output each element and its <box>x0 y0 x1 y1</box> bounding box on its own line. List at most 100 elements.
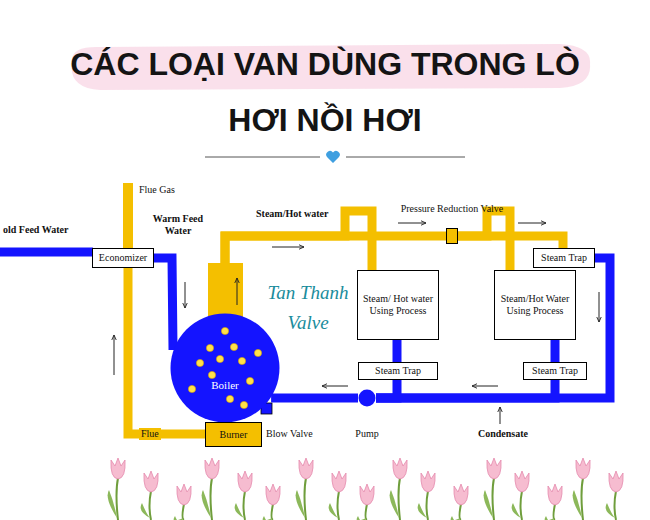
steam-bubble <box>196 359 203 366</box>
tulip-leaf <box>390 490 399 518</box>
tulip-stem <box>183 504 185 520</box>
flow-arrows <box>114 223 599 424</box>
tulip <box>484 458 502 520</box>
flow-arrow <box>272 247 304 248</box>
process-box: Steam/ Hot water Using Process <box>357 270 439 340</box>
inlet-label: old Feed Water <box>3 224 68 236</box>
component-label: Pressure Reduction Valve <box>401 203 504 215</box>
tulip-flower <box>487 458 501 479</box>
tulip-leaf <box>357 516 366 520</box>
tulip-flower <box>421 471 435 492</box>
tulip-stem <box>117 478 119 520</box>
tulip-flower <box>609 471 623 492</box>
boiler-shape <box>170 313 280 423</box>
tulip-leaf <box>174 516 183 520</box>
steam-trap-box: Steam Trap <box>358 362 438 380</box>
flow-arrow <box>185 282 186 308</box>
tulip <box>108 458 126 520</box>
warm-feed-label: Warm Feed Water <box>150 213 206 237</box>
water-pipe <box>393 340 402 362</box>
tulip-flower <box>393 458 407 479</box>
steam-trap-box: Steam Trap <box>523 362 587 380</box>
tulip-flower <box>548 484 562 505</box>
pipe-label: Flue <box>139 428 161 440</box>
heart-icon <box>326 151 340 163</box>
steam-bubble <box>230 343 237 350</box>
tulip-stem <box>244 491 246 520</box>
flue-pipe <box>123 183 133 249</box>
pump-shape <box>358 389 376 407</box>
flue-gas-label: Flue Gas <box>139 184 175 196</box>
tulip-leaf <box>512 503 521 518</box>
tulip <box>174 484 192 520</box>
flow-arrow <box>237 278 238 305</box>
steam-line-label: Steam/Hot water <box>256 208 328 220</box>
tulip-stem <box>615 491 617 520</box>
component-label: Pump <box>355 428 378 440</box>
tulip-flower <box>238 471 252 492</box>
water-pipe <box>551 340 560 362</box>
tulip-flower <box>177 484 191 505</box>
tulip-stem <box>460 504 462 520</box>
steam-bubble <box>238 357 245 364</box>
tulip-flower <box>332 471 346 492</box>
tulip-flower <box>454 484 468 505</box>
pressure-reduction-valve: Pressure Reduction Valve <box>446 228 458 244</box>
tulip-leaf <box>202 490 211 518</box>
tulip-leaf <box>235 503 244 518</box>
node-label: Steam/ Hot water Using Process <box>361 293 435 317</box>
tulip <box>296 458 314 520</box>
node-label: Burner <box>220 429 248 441</box>
flow-arrow <box>114 335 115 375</box>
tulip-flower <box>515 471 529 492</box>
tulip <box>451 484 469 520</box>
steam-bubble <box>221 327 228 334</box>
boiler-vessel: Boiler <box>170 313 280 423</box>
tulip-leaf <box>296 490 305 518</box>
economizer-box: Economizer <box>92 248 154 268</box>
water-pipe <box>271 394 358 403</box>
steam-pipe <box>458 236 563 248</box>
boiler-shell <box>171 314 280 423</box>
tulip-flower <box>144 471 158 492</box>
steam-bubble <box>246 377 253 384</box>
node-label: Steam Trap <box>532 365 578 377</box>
title: CÁC LOẠI VAN DÙNG TRONG LÒ HƠI NỒI HƠI <box>50 36 600 148</box>
tulip-stem <box>211 478 213 520</box>
process-box: Steam/Hot Water Using Process <box>494 270 576 340</box>
steam-bubble <box>254 349 261 356</box>
tulip-stem <box>427 491 429 520</box>
flow-arrow <box>322 386 348 387</box>
steam-bubble <box>240 401 247 408</box>
blow-valve-label: Blow Valve <box>266 428 313 440</box>
tulip-leaf <box>451 516 460 520</box>
tulip-flower <box>576 458 590 479</box>
tulip-flower <box>299 458 313 479</box>
tulip-leaf <box>545 516 554 520</box>
flow-arrow <box>398 223 426 224</box>
tulip-stem <box>338 491 340 520</box>
tulip-leaf <box>329 503 338 518</box>
tulip-leaf <box>141 503 150 518</box>
flow-arrow <box>500 407 501 424</box>
node-label: Economizer <box>99 252 147 264</box>
tulip-border <box>108 458 624 520</box>
flow-arrow <box>599 292 600 322</box>
steam-bubble <box>216 355 223 362</box>
tulip-leaf <box>484 490 493 518</box>
burner-box: Burner <box>205 422 262 447</box>
pump-circle <box>359 390 376 407</box>
water-pipe <box>376 380 555 398</box>
tulip-stem <box>272 504 274 520</box>
tulip-flower <box>205 458 219 479</box>
flow-arrow <box>518 223 546 224</box>
tulip <box>357 484 375 520</box>
tulip-leaf <box>108 490 117 518</box>
watermark: Tan Thanh Valve <box>262 278 354 338</box>
feed-water-pipe <box>0 248 93 257</box>
node-label: Steam Trap <box>541 252 587 264</box>
tulip-stem <box>366 504 368 520</box>
tulip <box>263 484 281 520</box>
node-label: Steam Trap <box>375 365 421 377</box>
tulip-leaf <box>263 516 272 520</box>
